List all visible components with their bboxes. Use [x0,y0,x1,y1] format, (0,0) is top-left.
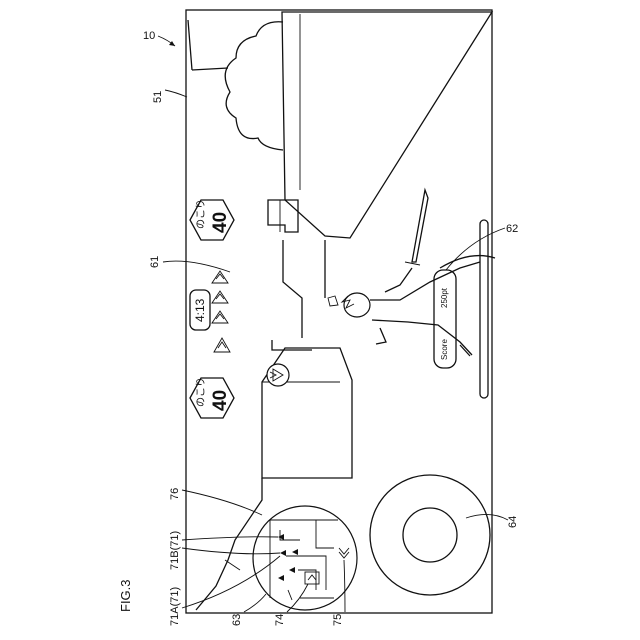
minimap [253,506,357,610]
chevron-up-icon [212,311,228,323]
counter-left-value: 40 [210,390,231,411]
counter-right-label: のこり [195,199,207,229]
counter-left-label: のこり [195,377,207,407]
ref-10: 10 [143,30,155,42]
ref-51-leader [165,90,187,97]
chevron-icons-top [212,271,228,323]
triangle-emblem-icon [267,364,289,386]
counter-right-value: 40 [210,212,231,233]
chevron-up-icon [214,338,230,352]
ref-51: 51 [152,91,164,103]
ref-75: 75 [332,614,344,626]
chevron-up-icon [212,271,228,283]
ref-61: 61 [149,256,161,268]
counter-right: のこり 40 [190,199,234,240]
virtual-joystick[interactable] [370,475,490,595]
ref-63-leader [244,594,266,612]
chevron-up-icon [212,291,228,303]
score-label: Score [440,339,449,360]
ref-76: 76 [169,488,181,500]
counter-left: のこり 40 [190,377,234,418]
timer-box: 4:13 [190,290,210,330]
figure-caption: FIG.3 [118,579,133,612]
ref-71a: 71A(71) [169,587,181,626]
score-value: 250pt [440,287,449,308]
score-gauge: Score 250pt [434,220,488,398]
hud-top: のこり 40 のこり 40 4:13 [190,199,234,418]
ref-63: 63 [231,614,243,626]
chevron-icons-bottom [214,338,230,352]
player-character [328,190,495,356]
ref-62: 62 [506,223,518,235]
ref-71b: 71B(71) [169,531,181,570]
ref-64: 64 [507,516,519,528]
ref-76-leader [182,490,262,515]
timer-text: 4:13 [193,298,207,322]
ref-74: 74 [274,614,286,626]
